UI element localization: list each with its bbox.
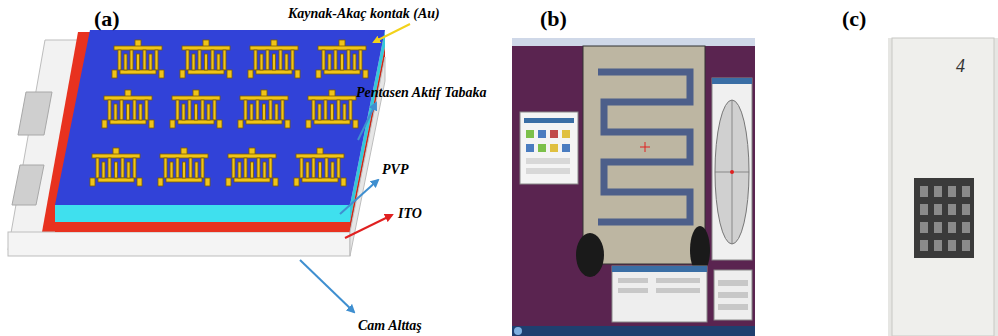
label-holder: ITO xyxy=(398,204,422,222)
tool-icon xyxy=(550,130,558,138)
electrode xyxy=(226,148,278,186)
wafer-panel xyxy=(712,78,752,260)
label-holder: (b) xyxy=(540,6,567,31)
label-holder: 4 xyxy=(956,56,965,77)
leader-arrow xyxy=(340,180,378,214)
tool-icon xyxy=(550,144,558,152)
palette-title xyxy=(524,118,574,123)
device-pads xyxy=(920,186,970,251)
dialog-row xyxy=(618,288,648,293)
tool-icon xyxy=(526,130,534,138)
panel-title xyxy=(712,78,752,84)
electrode xyxy=(294,148,346,186)
pentacene-layer xyxy=(55,30,385,205)
contact-pad xyxy=(18,92,52,135)
screenshot-background xyxy=(512,38,755,336)
taskbar xyxy=(512,326,755,336)
electrode xyxy=(306,90,358,128)
tool-icon xyxy=(562,130,570,138)
part-label: Kaynak-Akaç kontak (Au) xyxy=(288,6,440,22)
tool-palette xyxy=(520,112,578,184)
dialog-row xyxy=(656,278,700,283)
label-holder: Kaynak-Akaç kontak (Au) xyxy=(288,4,440,22)
device-area xyxy=(914,178,974,258)
panel-letter: (b) xyxy=(540,6,567,31)
ito-layer xyxy=(55,222,350,232)
electrode xyxy=(102,90,154,128)
dialog-title xyxy=(612,266,707,272)
electrode xyxy=(112,40,164,78)
wafer-marker xyxy=(730,170,734,174)
tool-row xyxy=(526,168,570,174)
wafer-map xyxy=(715,100,749,244)
dialog-row xyxy=(718,280,748,286)
part-label: Cam Alttaş xyxy=(358,318,422,334)
leader-arrow xyxy=(374,24,410,42)
label-holder: (c) xyxy=(842,6,866,31)
tool-icon xyxy=(526,144,534,152)
leader-arrow xyxy=(358,103,376,140)
dialog-row xyxy=(718,304,748,310)
electrode xyxy=(316,40,368,78)
tool-icon xyxy=(538,130,546,138)
electrode xyxy=(180,40,232,78)
electrode xyxy=(158,148,210,186)
probe-tip xyxy=(576,233,604,277)
label-holder: (a) xyxy=(94,6,120,31)
electrode xyxy=(90,148,142,186)
part-label: Pentasen Aktif Tabaka xyxy=(356,85,486,101)
pvp-layer xyxy=(55,205,350,222)
tool-row xyxy=(526,158,570,164)
glass-substrate xyxy=(8,232,350,256)
dialog-row xyxy=(618,278,648,283)
tool-icon xyxy=(562,144,570,152)
start-button xyxy=(514,327,522,335)
leader-arrow xyxy=(300,260,354,312)
dialog-row xyxy=(718,292,748,298)
electrode xyxy=(238,90,290,128)
dialog-row xyxy=(656,288,700,293)
crosshair xyxy=(645,142,646,152)
tool-icon xyxy=(538,144,546,152)
microscope-image xyxy=(583,46,705,264)
electrode xyxy=(170,90,222,128)
panel-letter: (a) xyxy=(94,6,120,31)
serpentine-channel xyxy=(598,72,690,222)
label-holder: Cam Alttaş xyxy=(358,316,422,334)
contact-pad xyxy=(12,165,44,205)
handwritten-number: 4 xyxy=(956,56,965,77)
label-holder: Pentasen Aktif Tabaka xyxy=(356,83,486,101)
part-label: ITO xyxy=(398,206,422,222)
panel-letter: (c) xyxy=(842,6,866,31)
glass-slide xyxy=(888,38,998,336)
slide-surface xyxy=(892,38,994,336)
dialog-window xyxy=(612,266,707,322)
dialog-window xyxy=(714,270,752,320)
title-bar xyxy=(512,38,755,46)
part-label: PVP xyxy=(382,162,408,178)
leader-arrow xyxy=(345,215,392,238)
electrode xyxy=(248,40,300,78)
label-holder: PVP xyxy=(382,160,408,178)
